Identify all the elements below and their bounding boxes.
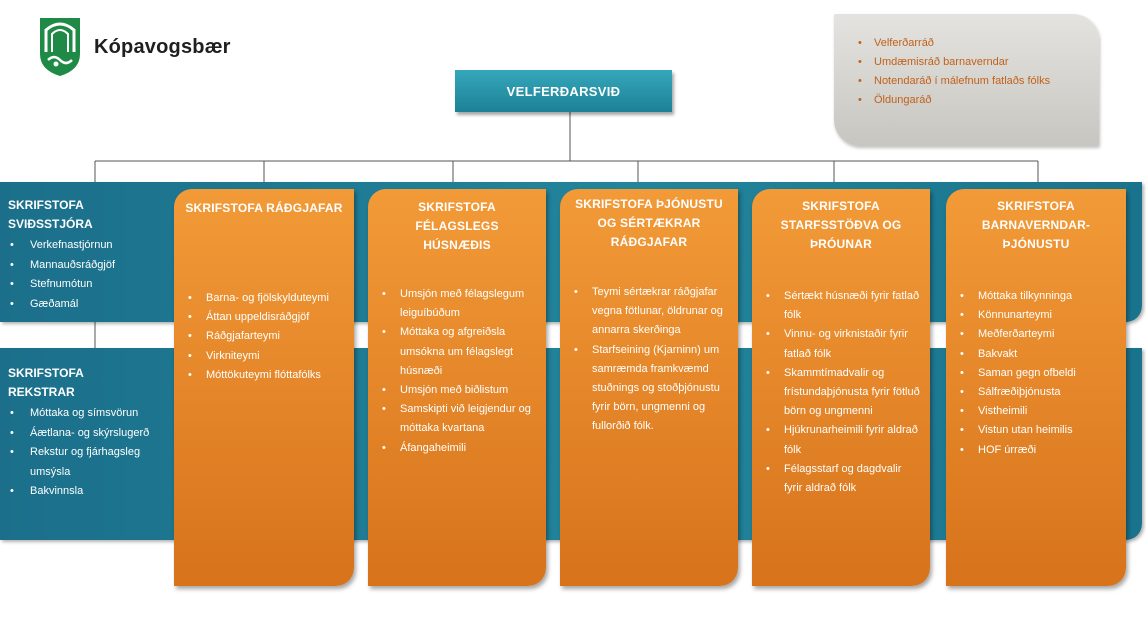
band-title-line: SKRIFSTOFA	[8, 198, 84, 212]
column-item: Móttaka og afgreiðsla umsókna um félagsl…	[380, 323, 536, 381]
column-item: Starfseining (Kjarninn) um samræmda fram…	[572, 341, 728, 437]
column-item: Könnunarteymi	[958, 306, 1116, 325]
column-item: Móttaka tilkynninga	[958, 287, 1116, 306]
column-list: Barna- og fjölskylduteymi Áttan uppeldis…	[186, 289, 344, 385]
band-title-line: REKSTRAR	[8, 385, 75, 399]
column-title: SKRIFSTOFA RÁÐGJAFAR	[185, 201, 343, 215]
councils-list: Velferðarráð Umdæmisráð barnaverndar Not…	[858, 34, 1081, 110]
column-title: SKRIFSTOFA FÉLAGSLEGS HÚSNÆÐIS	[415, 200, 499, 252]
top-node-label: VELFERÐARSVIÐ	[506, 83, 621, 99]
column-services-counselling: SKRIFSTOFA ÞJÓNUSTU OG SÉRTÆKRAR RÁÐGJAF…	[560, 189, 738, 586]
council-item: Umdæmisráð barnaverndar	[858, 53, 1081, 72]
column-title: SKRIFSTOFA BARNAVERNDAR-ÞJÓNUSTU	[981, 199, 1091, 251]
column-child-protection: SKRIFSTOFA BARNAVERNDAR-ÞJÓNUSTU Móttaka…	[946, 189, 1126, 586]
column-item: Saman gegn ofbeldi	[958, 364, 1116, 383]
band-item: Móttaka og símsvörun	[8, 404, 178, 424]
column-item: Virkniteymi	[186, 347, 344, 366]
column-item: Samskipti við leigjendur og móttaka kvar…	[380, 400, 536, 438]
column-item: Hjúkrunarheimili fyrir aldrað fólk	[764, 421, 920, 459]
top-node-velferdarsvid: VELFERÐARSVIÐ	[455, 70, 672, 112]
column-title: SKRIFSTOFA ÞJÓNUSTU OG SÉRTÆKRAR RÁÐGJAF…	[575, 197, 723, 249]
column-list: Umsjón með félagslegum leiguíbúðum Mótta…	[380, 285, 536, 458]
column-item: Vistheimili	[958, 402, 1116, 421]
column-item: Áttan uppeldisráðgjöf	[186, 308, 344, 327]
column-item: HOF úrræði	[958, 441, 1116, 460]
council-item: Notendaráð í málefnum fatlaðs fólks	[858, 72, 1081, 91]
band-item: Gæðamál	[8, 295, 178, 315]
column-item: Sálfræðiþjónusta	[958, 383, 1116, 402]
column-title: SKRIFSTOFA STARFSSTÖÐVA OG ÞRÓUNAR	[780, 199, 902, 251]
column-item: Ráðgjafarteymi	[186, 327, 344, 346]
council-item: Öldungaráð	[858, 91, 1081, 110]
band-item: Rekstur og fjárhagsleg umsýsla	[8, 443, 178, 482]
column-item: Meðferðarteymi	[958, 325, 1116, 344]
column-item: Félagsstarf og dagdvalir fyrir aldrað fó…	[764, 460, 920, 498]
council-item: Velferðarráð	[858, 34, 1081, 53]
column-item: Sértækt húsnæði fyrir fatlað fólk	[764, 287, 920, 325]
councils-box: Velferðarráð Umdæmisráð barnaverndar Not…	[834, 14, 1099, 146]
column-counselling: SKRIFSTOFA RÁÐGJAFAR Barna- og fjölskyld…	[174, 189, 354, 586]
column-item: Umsjón með biðlistum	[380, 381, 536, 400]
column-item: Teymi sértækrar ráðgjafar vegna fötlunar…	[572, 283, 728, 341]
band-item: Verkefnastjórnun	[8, 236, 178, 256]
brand-logo: Kópavogsbær	[38, 16, 231, 78]
band-title-line: SVIÐSSTJÓRA	[8, 217, 93, 231]
column-item: Umsjón með félagslegum leiguíbúðum	[380, 285, 536, 323]
band-list: Verkefnastjórnun Mannauðsráðgjöf Stefnum…	[8, 236, 178, 314]
band-item: Mannauðsráðgjöf	[8, 256, 178, 276]
column-item: Bakvakt	[958, 345, 1116, 364]
brand-name: Kópavogsbær	[94, 35, 231, 58]
column-item: Vinnu- og virknistaðir fyrir fatlað fólk	[764, 325, 920, 363]
coat-of-arms-icon	[40, 18, 80, 76]
band-item: Bakvinnsla	[8, 482, 178, 502]
column-workplaces-development: SKRIFSTOFA STARFSSTÖÐVA OG ÞRÓUNAR Sértæ…	[752, 189, 930, 586]
column-list: Sértækt húsnæði fyrir fatlað fólk Vinnu-…	[764, 287, 920, 498]
column-item: Móttökuteymi flóttafólks	[186, 366, 344, 385]
band-item: Áætlana- og skýrslugerð	[8, 424, 178, 444]
band-item: Stefnumótun	[8, 275, 178, 295]
column-item: Skammtímadvalir og frístundaþjónusta fyr…	[764, 364, 920, 422]
column-item: Vistun utan heimilis	[958, 421, 1116, 440]
column-list: Móttaka tilkynninga Könnunarteymi Meðfer…	[958, 287, 1116, 460]
column-item: Barna- og fjölskylduteymi	[186, 289, 344, 308]
column-social-housing: SKRIFSTOFA FÉLAGSLEGS HÚSNÆÐIS Umsjón me…	[368, 189, 546, 586]
band-title-line: SKRIFSTOFA	[8, 366, 84, 380]
band-list: Móttaka og símsvörun Áætlana- og skýrslu…	[8, 404, 178, 502]
column-item: Áfangaheimili	[380, 439, 536, 458]
column-list: Teymi sértækrar ráðgjafar vegna fötlunar…	[572, 283, 728, 437]
